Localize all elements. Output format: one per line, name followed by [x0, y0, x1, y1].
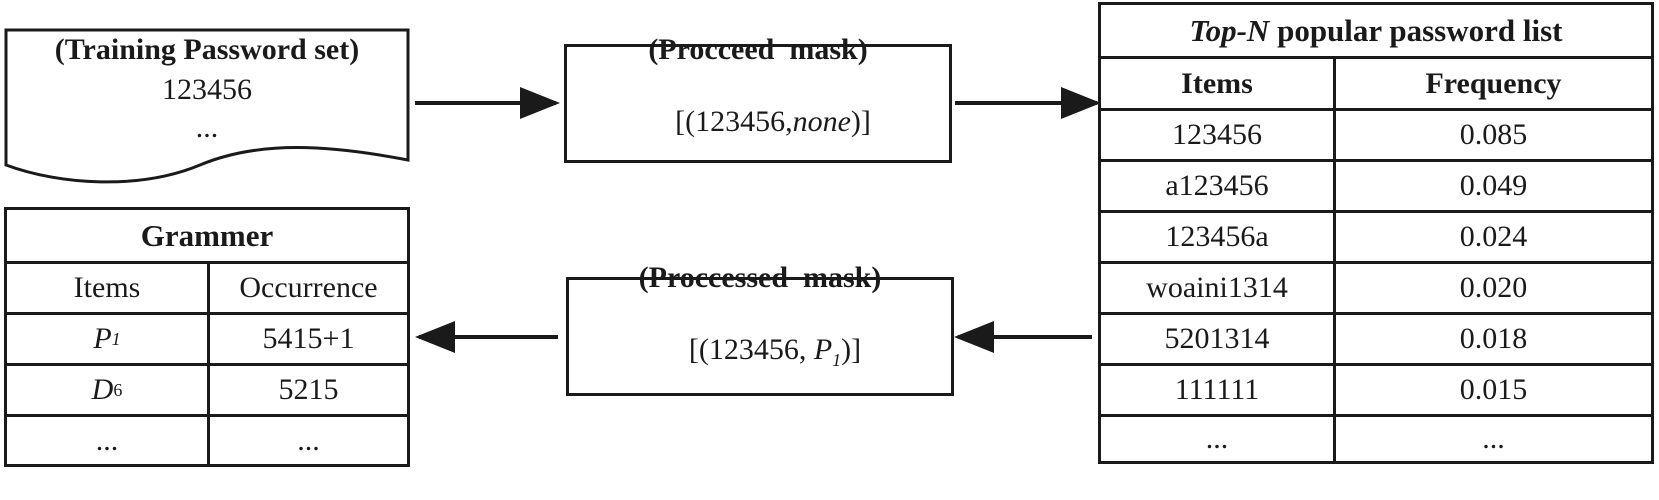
- grammar-row-subscript: 6: [113, 379, 123, 400]
- topn-row-item: ...: [1205, 422, 1229, 455]
- grammar-row-symbol: ...: [95, 423, 119, 457]
- grammar-row-item: ...: [7, 417, 207, 464]
- proceed-mask-post: )]: [850, 104, 871, 138]
- grammar-row-occurrence: ...: [297, 423, 320, 457]
- topn-row-frequency: 0.018: [1459, 322, 1528, 355]
- topn-title-rest: popular password list: [1269, 12, 1563, 48]
- processed-mask-post: )]: [841, 332, 862, 366]
- processed-mask-pre: [(123456,: [688, 332, 814, 366]
- processed-mask-subscript: 1: [832, 349, 842, 370]
- proceed-mask-value: [(123456,none)]: [645, 68, 871, 176]
- training-doc-title: (Training Password set): [54, 33, 360, 66]
- topn-header-frequency: Frequency: [1425, 66, 1562, 100]
- grammar-header-items: Items: [73, 271, 141, 304]
- topn-row-item: 111111: [1174, 373, 1260, 406]
- topn-row-frequency: 0.020: [1459, 271, 1528, 304]
- topn-row-item: a123456: [1165, 169, 1269, 202]
- proceed-mask-pre: [(123456,: [675, 104, 793, 138]
- topn-row-item: 5201314: [1164, 322, 1270, 355]
- topn-table: Top-N popular password list Items Freque…: [1098, 2, 1654, 464]
- grammar-row-occurrence: 5215: [278, 373, 339, 406]
- grammar-row-subscript: 1: [111, 328, 121, 349]
- topn-row-item: 123456: [1172, 118, 1262, 151]
- grammar-header-occurrence: Occurrence: [239, 271, 378, 304]
- grammar-title: Grammer: [140, 217, 274, 253]
- proceed-mask-box: (Procceed mask) [(123456,none)]: [564, 33, 952, 163]
- training-doc: (Training Password set) 123456 ...: [8, 32, 406, 146]
- training-doc-line1: 123456: [162, 73, 252, 106]
- topn-row-frequency: ...: [1482, 422, 1505, 455]
- topn-row-frequency: 0.085: [1459, 118, 1528, 151]
- proceed-mask-italic: none: [792, 104, 851, 138]
- processed-mask-value: [(123456, P1)]: [659, 296, 861, 414]
- topn-row-frequency: 0.024: [1459, 220, 1528, 253]
- topn-row-item: 123456a: [1165, 220, 1269, 253]
- training-doc-shape: [4, 28, 410, 184]
- processed-mask-box: (Proccessed mask) [(123456, P1)]: [566, 261, 954, 396]
- grammar-row-occurrence: 5415+1: [262, 322, 355, 355]
- topn-title-italic: Top-N: [1189, 12, 1270, 48]
- grammar-row-symbol: D: [91, 373, 114, 406]
- topn-row-frequency: 0.049: [1459, 169, 1528, 202]
- topn-header-items: Items: [1181, 66, 1253, 100]
- proceed-mask-title: (Procceed mask): [648, 32, 868, 66]
- topn-row-item: woaini1314: [1146, 271, 1288, 304]
- processed-mask-title: (Proccessed mask): [638, 260, 882, 294]
- grammar-row-symbol: P: [93, 322, 112, 355]
- processed-mask-symbol: P: [813, 332, 833, 366]
- training-doc-line2: ...: [195, 111, 219, 144]
- topn-row-frequency: 0.015: [1459, 373, 1528, 406]
- topn-title: Top-N popular password list: [1101, 5, 1651, 56]
